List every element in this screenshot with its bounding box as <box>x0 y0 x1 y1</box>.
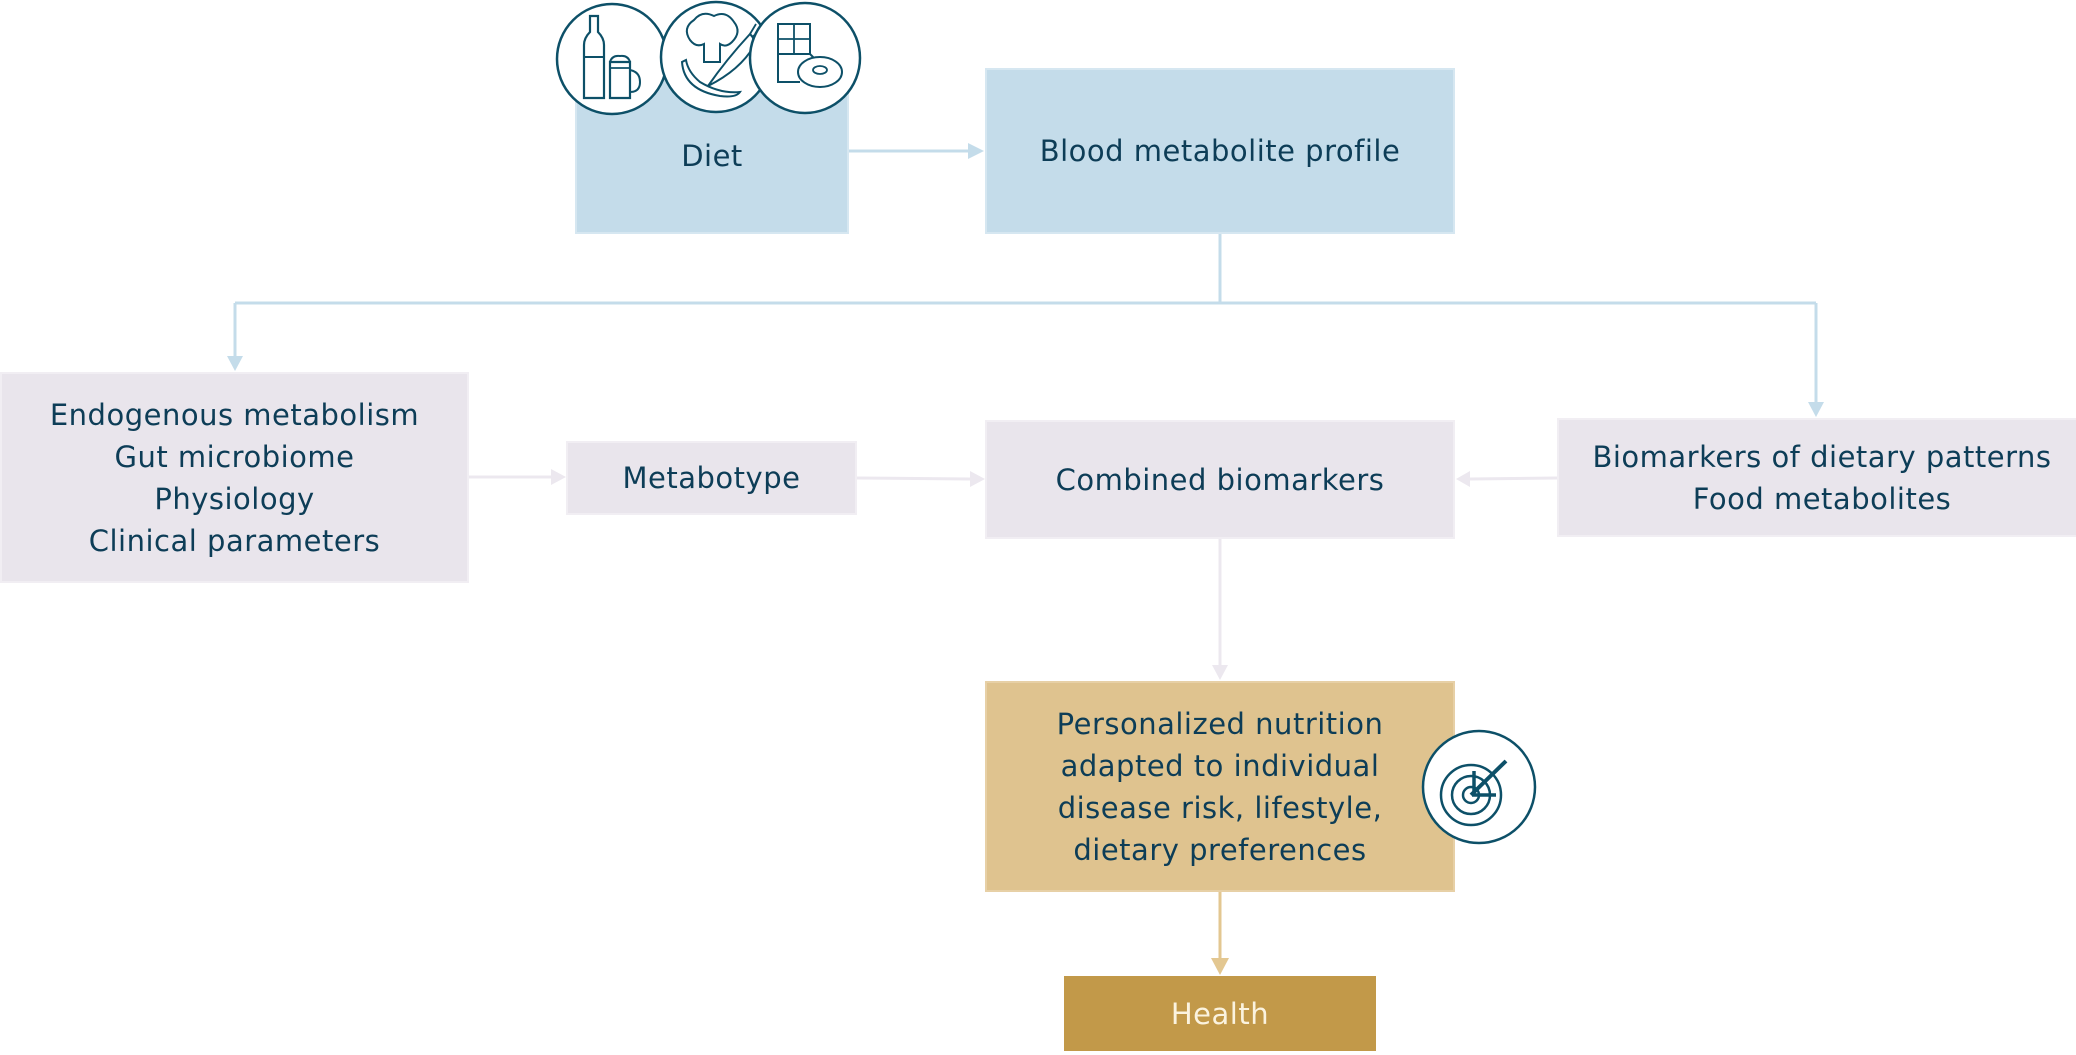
arrowhead-meta-comb <box>970 471 985 487</box>
node-combined-label: Combined biomarkers <box>1055 462 1385 497</box>
sweets-icon <box>748 1 862 115</box>
edge-bio-comb <box>1469 476 1558 481</box>
target-icon <box>1421 729 1537 845</box>
node-endogenous-line: Physiology <box>154 481 315 516</box>
node-endogenous-line: Clinical parameters <box>88 523 381 558</box>
arrowhead-blood-endo <box>227 356 243 371</box>
node-diet-label: Diet <box>681 139 743 173</box>
node-endogenous-line: Gut microbiome <box>114 439 355 474</box>
arrowhead-diet-blood <box>968 143 984 159</box>
node-metabotype: Metabotype <box>566 441 857 515</box>
node-metabotype-label: Metabotype <box>622 461 801 495</box>
node-combined-biomarkers: Combined biomarkers <box>985 420 1455 539</box>
edge-meta-comb <box>856 476 971 481</box>
node-biomarkers-line: Food metabolites <box>1692 481 1952 516</box>
food-icons <box>555 0 862 116</box>
arrowhead-pers-health <box>1211 958 1229 975</box>
node-blood-label: Blood metabolite profile <box>1039 134 1401 168</box>
node-personalized-nutrition: Personalized nutrition adapted to indivi… <box>985 681 1455 892</box>
node-health-label: Health <box>1170 996 1270 1031</box>
arrowhead-blood-bio <box>1808 402 1824 417</box>
drinks-icon <box>555 2 669 116</box>
node-endogenous-line: Endogenous metabolism <box>49 397 420 432</box>
arrowhead-comb-pers <box>1212 665 1228 680</box>
node-personalized-line: dietary preferences <box>1073 832 1367 867</box>
node-endogenous-factors: Endogenous metabolism Gut microbiome Phy… <box>0 372 469 583</box>
node-personalized-line: adapted to individual <box>1060 748 1380 783</box>
arrowhead-bio-comb <box>1456 471 1470 487</box>
node-personalized-line: disease risk, lifestyle, <box>1057 790 1383 825</box>
node-biomarkers-line: Biomarkers of dietary patterns <box>1592 439 2052 474</box>
node-health: Health <box>1064 976 1376 1051</box>
arrowhead-endo-meta <box>551 469 566 485</box>
node-dietary-biomarkers: Biomarkers of dietary patterns Food meta… <box>1557 418 2076 537</box>
node-blood-metabolite-profile: Blood metabolite profile <box>985 68 1455 234</box>
node-personalized-line: Personalized nutrition <box>1056 706 1384 741</box>
